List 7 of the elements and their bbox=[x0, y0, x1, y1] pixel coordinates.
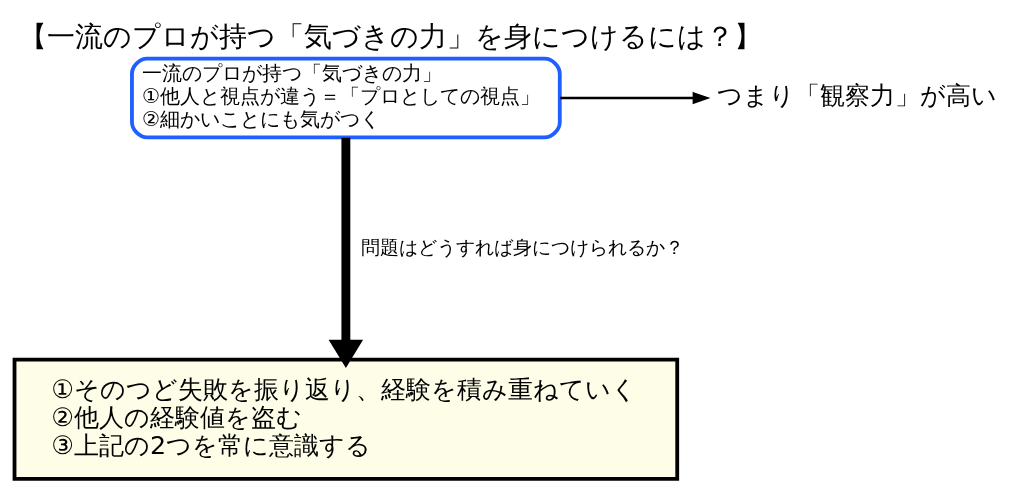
arrow bbox=[328, 137, 363, 368]
node-box: 一流のプロが持つ「気づきの力」 ①他人と視点が違う＝「プロとしての視点」 ②細かいことにも気がつく bbox=[129, 56, 562, 139]
node-text: つまり「観察力」が高い bbox=[716, 79, 997, 110]
arrow bbox=[559, 91, 710, 104]
diagram-title: 【一流のプロが持つ「気づきの力」を身につけるには？】 bbox=[18, 19, 762, 52]
node-box: ①そのつど失敗を振り返り、経験を積み重ねていく ②他人の経験値を盗む ③上記の2つを常に意識する bbox=[12, 357, 679, 481]
edge-label: 問題はどうすれば身につけられるか？ bbox=[360, 235, 684, 258]
